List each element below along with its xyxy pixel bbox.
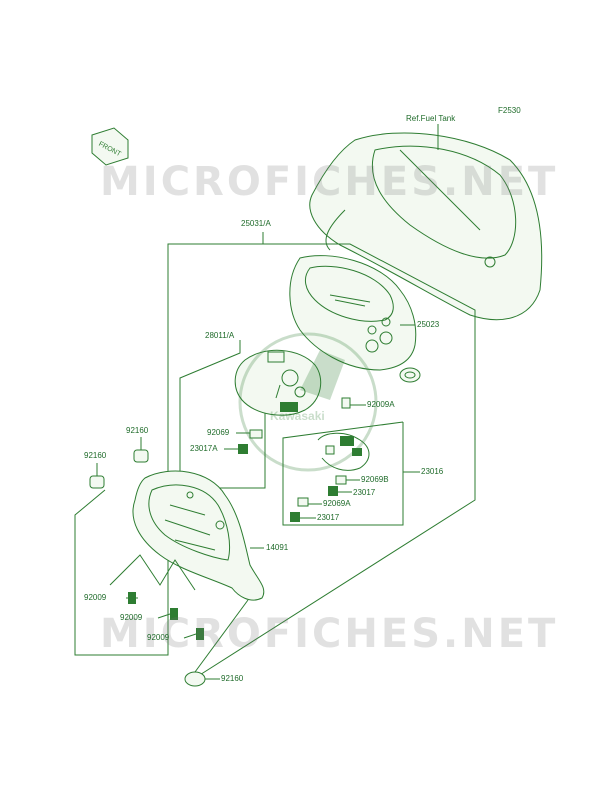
grommet-92160-left-shape xyxy=(89,475,105,489)
screw-92009A-shape xyxy=(341,397,351,409)
part-92160-right-label: 92160 xyxy=(126,426,149,435)
harness-23016-shape xyxy=(317,432,370,471)
part-23017A-label: 23017A xyxy=(190,444,218,453)
screw-92009-3-shape xyxy=(196,628,204,640)
part-92069A-label: 92069A xyxy=(323,499,351,508)
screw-92009-2-shape xyxy=(170,608,178,620)
watermark-top: MICROFICHES.NET xyxy=(100,159,559,205)
part-92009-label-1: 92009 xyxy=(84,593,107,602)
figure-code: F2530 xyxy=(498,106,521,115)
part-25031A-label: 25031/A xyxy=(241,219,271,228)
part-92069-label: 92069 xyxy=(207,428,230,437)
part-92160-bottom-label: 92160 xyxy=(221,674,244,683)
part-92009-label-2: 92009 xyxy=(120,613,143,622)
part-92009A-label: 92009A xyxy=(367,400,395,409)
front-arrow-icon: FRONT xyxy=(91,127,129,166)
meter-assembly-shape xyxy=(234,349,322,416)
part-23016-label: 23016 xyxy=(421,467,444,476)
part-25023-label: 25023 xyxy=(417,320,440,329)
meter-lens-shape xyxy=(289,255,421,383)
kawasaki-logo-text: Kawasaki xyxy=(270,409,325,423)
part-23017-label-1: 23017 xyxy=(353,488,376,497)
part-92009-label-3: 92009 xyxy=(147,633,170,642)
kawasaki-logo-watermark: Kawasaki xyxy=(238,332,378,472)
grommet-92160-right-shape xyxy=(133,449,149,463)
meter-cover-shape xyxy=(309,132,543,321)
bulb-92069-shape xyxy=(249,429,263,439)
part-28011A-label: 28011/A xyxy=(205,331,235,340)
watermark-bottom: MICROFICHES.NET xyxy=(100,611,559,657)
part-92160-left-label: 92160 xyxy=(84,451,107,460)
meter-case-14091-shape xyxy=(132,470,265,601)
part-14091-label: 14091 xyxy=(266,543,289,552)
part-23017-label-2: 23017 xyxy=(317,513,340,522)
ref-fuel-tank-label: Ref.Fuel Tank xyxy=(406,114,456,123)
socket-23017A-shape xyxy=(238,444,248,454)
grommet-92160-bottom-shape xyxy=(184,671,206,687)
part-92069B-label: 92069B xyxy=(361,475,389,484)
